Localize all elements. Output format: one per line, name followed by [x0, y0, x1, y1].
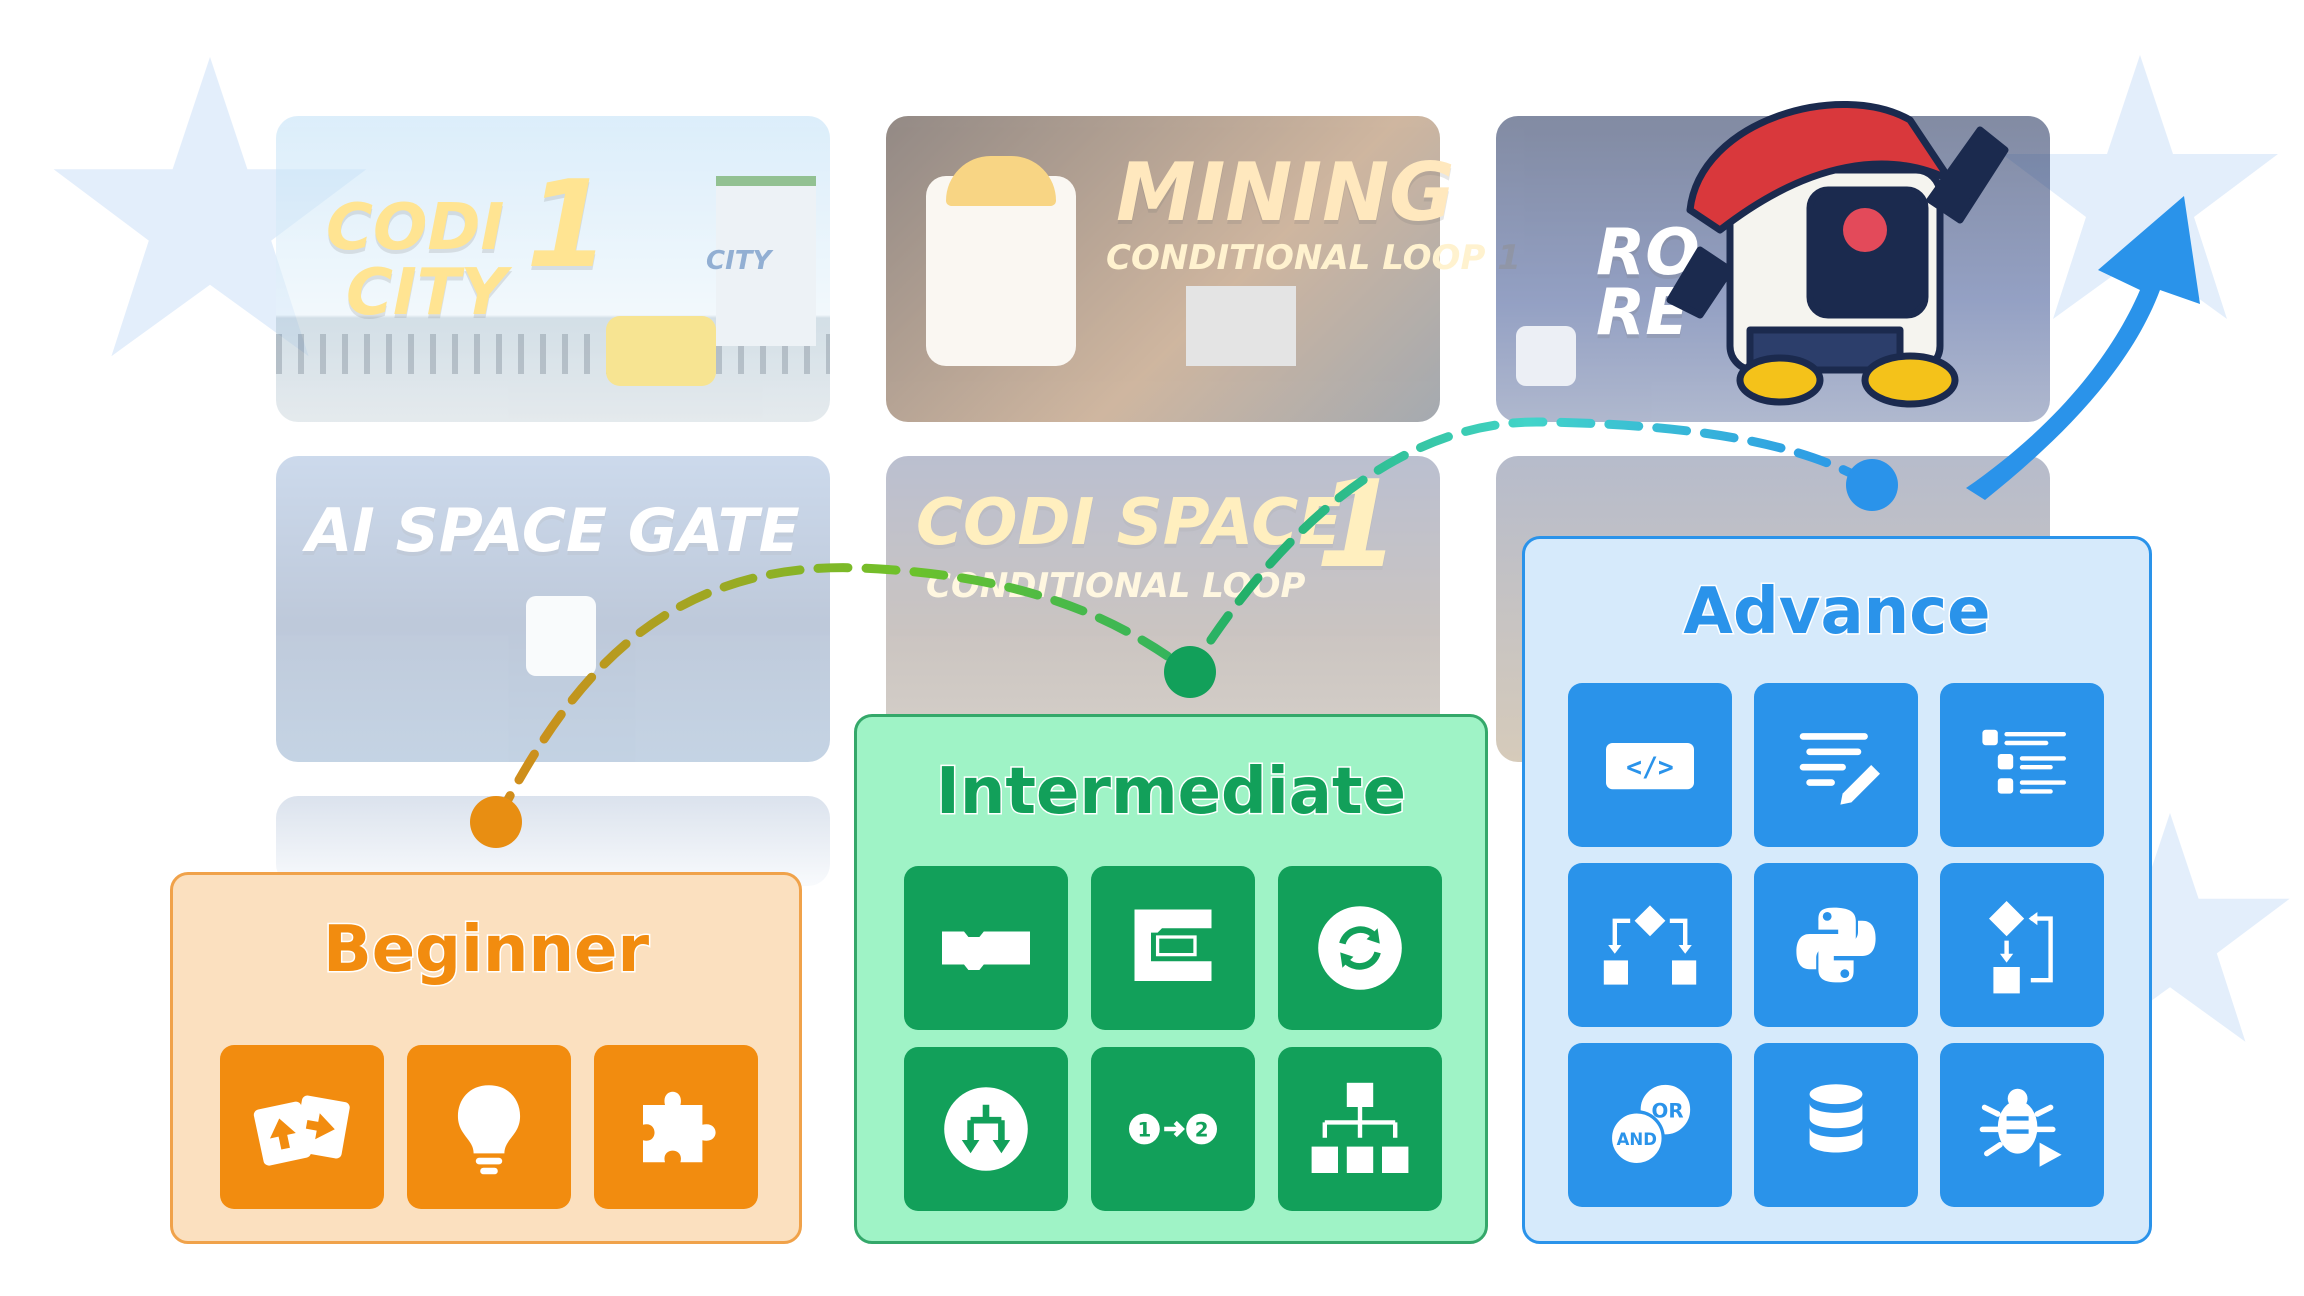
thumbnail-title: AI SPACE GATE	[306, 496, 800, 566]
thumbnail-subtitle: CONDITIONAL LOOP 1	[1106, 238, 1521, 278]
thumbnail-badge: 1	[526, 156, 610, 295]
advance-node	[1846, 459, 1898, 511]
text-edit-tile[interactable]	[1754, 683, 1918, 847]
loop-block-tile[interactable]	[1091, 866, 1255, 1030]
code-block-icon	[942, 931, 1030, 970]
sequence-label-2: 2	[1195, 1119, 1209, 1142]
lightbulb-icon	[457, 1085, 521, 1175]
flowchart-tile[interactable]	[1568, 863, 1732, 1027]
background-star-right	[2002, 55, 2278, 319]
hierarchy-icon	[1311, 1082, 1409, 1173]
beginner-title: Beginner	[321, 912, 650, 989]
debug-icon	[1979, 1088, 2062, 1167]
intermediate-node	[1164, 646, 1216, 698]
intermediate-panel: Intermediate 1 2	[854, 714, 1488, 1244]
advance-title: Advance	[1682, 574, 1992, 651]
loop-block-icon	[1134, 909, 1212, 981]
branch-tile[interactable]	[1940, 863, 2104, 1027]
repeat-tile[interactable]	[1278, 866, 1442, 1030]
conditional-tile[interactable]	[904, 1047, 1068, 1211]
sequence-tile[interactable]: 1 2	[1091, 1047, 1255, 1211]
background-star-left	[53, 57, 367, 357]
repeat-icon	[1318, 906, 1402, 990]
thumbnail-codi-space: CODI SPACE 1 CONDITIONAL LOOP	[886, 456, 1440, 762]
debug-tile[interactable]	[1940, 1043, 2104, 1207]
thumbnail-title: CODI	[326, 191, 505, 265]
database-tile[interactable]	[1754, 1043, 1918, 1207]
conditional-icon	[944, 1087, 1028, 1171]
puzzle-tile[interactable]	[594, 1045, 758, 1209]
list-tile[interactable]	[1940, 683, 2104, 847]
thumbnail-codi-city: CITY CODI CITY 1	[276, 116, 830, 422]
thumbnail-title: CODI SPACE	[916, 486, 1342, 560]
thumbnail-partial-bottom	[276, 796, 830, 886]
branch-icon	[1989, 901, 2053, 994]
code-tag-label: </>	[1626, 752, 1674, 783]
flowchart-icon	[1603, 905, 1697, 985]
python-icon	[1796, 907, 1876, 983]
sequence-label-1: 1	[1138, 1119, 1152, 1142]
puzzle-icon	[643, 1091, 716, 1163]
python-tile[interactable]	[1754, 863, 1918, 1027]
database-icon	[1809, 1084, 1863, 1153]
and-or-icon: OR AND	[1608, 1081, 1694, 1167]
beginner-panel: Beginner	[170, 872, 802, 1244]
list-icon	[1982, 729, 2066, 794]
direction-cards-icon	[253, 1095, 350, 1166]
advance-panel: Advance </>	[1522, 536, 2152, 1244]
direction-cards-tile[interactable]	[220, 1045, 384, 1209]
thumbnail-mining: MINING CONDITIONAL LOOP 1	[886, 116, 1521, 422]
thumbnail-title: MINING	[1116, 146, 1455, 239]
and-or-tile[interactable]: OR AND	[1568, 1043, 1732, 1207]
background-star-bottom-right	[2050, 813, 2290, 1042]
lightbulb-tile[interactable]	[407, 1045, 571, 1209]
progress-arrow-icon	[1966, 196, 2200, 500]
code-tag-icon: </>	[1606, 743, 1694, 790]
mascot-robot-icon	[1666, 101, 2009, 408]
text-edit-icon	[1799, 733, 1880, 805]
thumbnail-sign: CITY	[706, 246, 772, 276]
thumbnail-ai-space-gate: AI SPACE GATE	[276, 456, 830, 762]
sequence-icon: 1 2	[1129, 1113, 1217, 1145]
code-tag-tile[interactable]: </>	[1568, 683, 1732, 847]
hierarchy-tile[interactable]	[1278, 1047, 1442, 1211]
or-label: OR	[1652, 1099, 1684, 1122]
and-label: AND	[1617, 1130, 1657, 1149]
intermediate-title: Intermediate	[935, 754, 1408, 831]
beginner-node	[470, 796, 522, 848]
thumbnail-title-line2: CITY	[346, 256, 507, 330]
code-block-tile[interactable]	[904, 866, 1068, 1030]
